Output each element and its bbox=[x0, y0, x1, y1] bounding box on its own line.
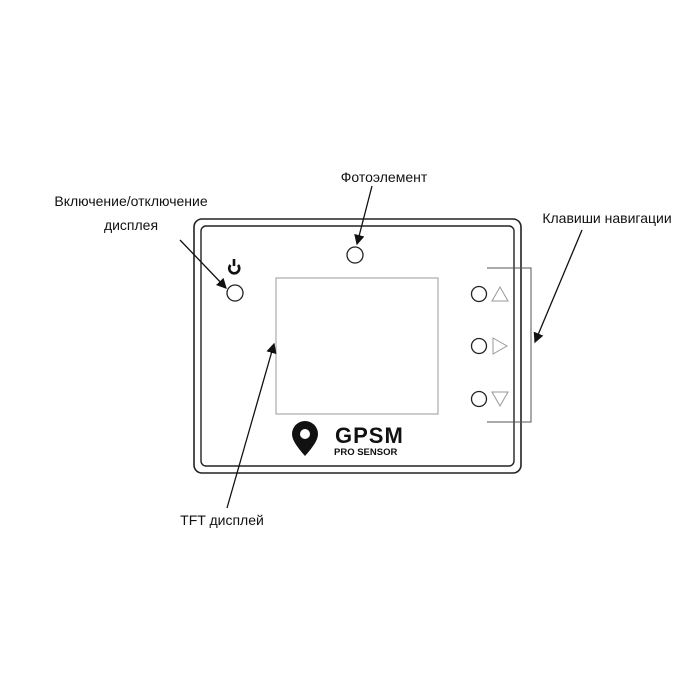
triangle-up-icon bbox=[491, 285, 509, 302]
nav-up-button[interactable] bbox=[470, 285, 488, 303]
power-arrow bbox=[179, 239, 227, 289]
photo-sensor bbox=[346, 246, 364, 264]
device-inner-frame bbox=[200, 225, 515, 467]
power-button[interactable] bbox=[226, 284, 244, 302]
nav-right-button[interactable] bbox=[470, 337, 488, 355]
photo-label: Фотоэлемент bbox=[341, 169, 428, 185]
power-label-line2: дисплея bbox=[104, 217, 158, 233]
triangle-right-icon bbox=[492, 337, 509, 355]
nav-label: Клавиши навигации bbox=[542, 210, 671, 226]
nav-down-button[interactable] bbox=[470, 390, 488, 408]
power-icon bbox=[227, 259, 241, 275]
gpsm-logo: GPSM PRO SENSOR bbox=[292, 421, 404, 458]
logo-sub: PRO SENSOR bbox=[334, 447, 397, 458]
power-label-line1: Включение/отключение bbox=[54, 193, 207, 209]
tft-screen bbox=[275, 277, 439, 415]
triangle-down-icon bbox=[491, 391, 509, 408]
nav-arrow bbox=[533, 229, 583, 344]
nav-bracket bbox=[487, 267, 532, 423]
tft-arrow bbox=[226, 342, 277, 509]
tft-label: TFT дисплей bbox=[180, 512, 264, 528]
logo-brand: GPSM bbox=[335, 423, 404, 448]
photo-arrow bbox=[354, 185, 373, 246]
device-outer-frame bbox=[193, 218, 522, 474]
